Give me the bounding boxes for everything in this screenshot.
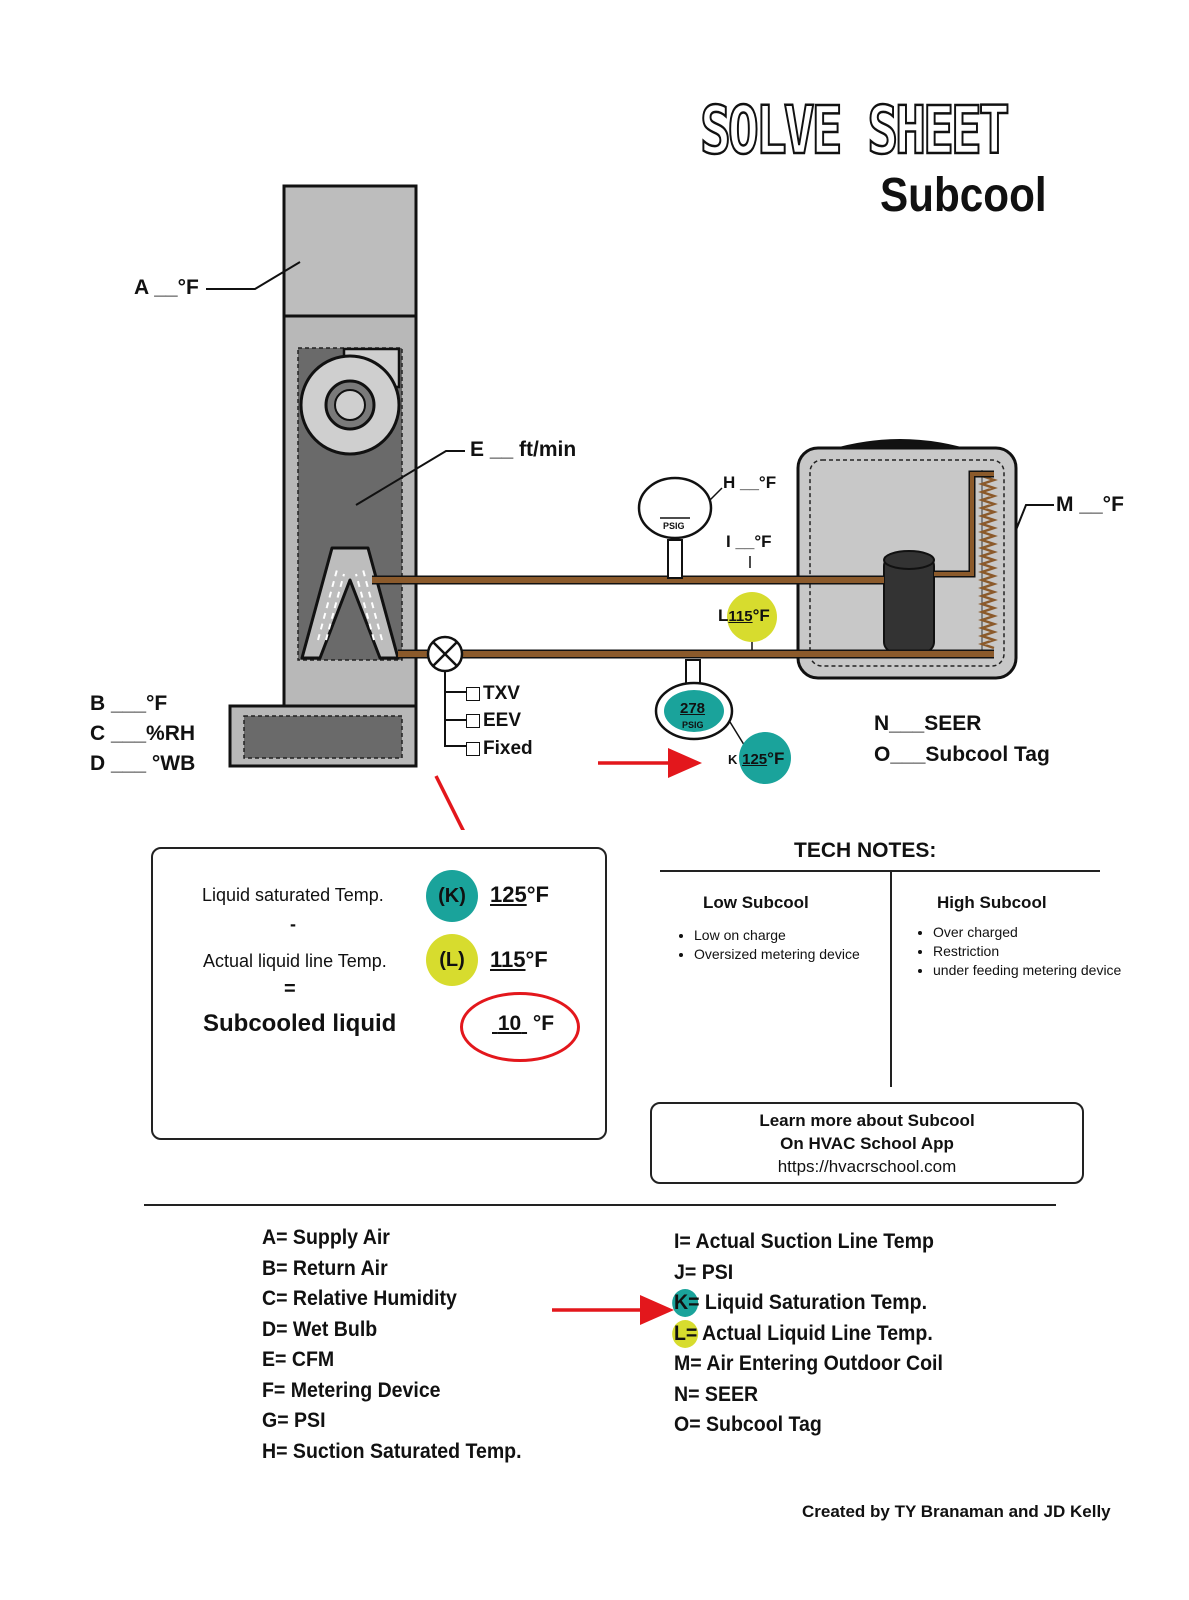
red-arrow-to-k (598, 748, 702, 778)
calc-minus: - (290, 914, 296, 934)
legend-item: C= Relative Humidity (262, 1287, 457, 1310)
calc-line1-label: Liquid saturated Temp. (202, 885, 384, 905)
legend-item: N= SEER (674, 1382, 759, 1406)
label-c: C ___%RH (90, 722, 196, 745)
calc-result-label: Subcooled liquid (203, 1010, 397, 1037)
metering-option-fixed[interactable]: Fixed (466, 738, 533, 760)
result-red-circle (460, 992, 580, 1062)
compressor (883, 555, 935, 653)
legend-item: F= Metering Device (262, 1378, 441, 1402)
condenser-coil (978, 470, 998, 652)
credit-line: Created by TY Branaman and JD Kelly (802, 1502, 1111, 1521)
k-dot-icon (672, 1289, 699, 1317)
tech-notes-rule (660, 870, 1100, 872)
low-side-gauge (637, 476, 713, 540)
high-gauge-value: 278 (680, 700, 706, 717)
high-subcool-item: under feeding metering device (933, 961, 1123, 980)
calc-l-badge: (L) (426, 934, 478, 986)
label-k: K 125°F (728, 749, 785, 768)
metering-option-txv[interactable]: TXV (466, 683, 520, 705)
legend-item: B= Return Air (262, 1256, 388, 1280)
low-gauge-unit: PSIG (663, 521, 685, 531)
subcool-calculation-box (151, 847, 607, 1140)
legend-item-l: L= Actual Liquid Line Temp. (672, 1319, 943, 1350)
legend-item-k: K= Liquid Saturation Temp. (672, 1288, 943, 1319)
label-i: I __°F (726, 532, 772, 551)
red-arrow-down (434, 775, 465, 830)
supply-plenum (282, 184, 418, 318)
legend-item: O= Subcool Tag (674, 1413, 822, 1436)
leader-m (1015, 504, 1054, 531)
label-m: M __°F (1056, 493, 1124, 516)
leader-e (355, 450, 465, 506)
fixed-checkbox[interactable] (466, 741, 480, 756)
low-subcool-item: Oversized metering device (694, 945, 884, 964)
low-subcool-item: Low on charge (694, 926, 884, 945)
txv-checkbox[interactable] (466, 686, 480, 701)
learn-more-link[interactable]: https://hvacrschool.com (777, 1157, 957, 1176)
calc-result-value: 10 °F (497, 1012, 555, 1035)
metering-option-eev[interactable]: EEV (466, 710, 521, 732)
page-title: SOLVE SHEET (699, 91, 1011, 171)
low-subcool-title: Low Subcool (703, 893, 809, 912)
tech-notes-divider (890, 871, 892, 1087)
label-l: L115°F (718, 606, 770, 625)
eev-checkbox[interactable] (466, 713, 480, 728)
calc-equals: = (284, 978, 296, 1000)
label-e: E __ ft/min (470, 438, 577, 461)
high-subcool-item: Restriction (933, 942, 1123, 961)
l-badge-circle (727, 592, 777, 642)
calc-k-badge: (K) (426, 870, 478, 922)
legend-item: M= Air Entering Outdoor Coil (674, 1352, 943, 1375)
section-separator (144, 1204, 1056, 1206)
legend-item: H= Suction Saturated Temp. (262, 1439, 522, 1463)
page-subtitle: Subcool (880, 169, 1047, 222)
calc-line2-label: Actual liquid line Temp. (203, 951, 387, 971)
learn-more-line2: On HVAC School App (780, 1134, 954, 1153)
legend-left: A= Supply Air B= Return Air C= Relative … (262, 1223, 522, 1467)
l-dot-icon (672, 1319, 699, 1348)
high-subcool-list: Over charged Restriction under feeding m… (917, 923, 1123, 980)
legend-item: A= Supply Air (262, 1226, 390, 1249)
label-a: A __°F (134, 276, 199, 299)
learn-more-box: Learn more about Subcool On HVAC School … (650, 1102, 1084, 1184)
high-gauge-unit: PSIG (682, 720, 704, 730)
k-badge-circle (739, 732, 791, 784)
system-diagram (206, 184, 1054, 830)
legend-item: E= CFM (262, 1348, 335, 1371)
legend-item: D= Wet Bulb (262, 1317, 378, 1341)
leader-a (206, 261, 301, 290)
label-n: N___SEER (874, 712, 982, 735)
legend-item: I= Actual Suction Line Temp (674, 1230, 934, 1253)
red-arrow-to-legend-k (552, 1295, 674, 1325)
tech-notes-title: TECH NOTES: (794, 839, 937, 862)
legend-right: I= Actual Suction Line Temp J= PSI K= Li… (672, 1227, 943, 1441)
calc-line1-value: 125°F (490, 882, 549, 907)
calc-line2-value: 115°F (490, 947, 548, 972)
learn-more-line1: Learn more about Subcool (759, 1111, 975, 1130)
label-o: O___Subcool Tag (874, 743, 1050, 766)
legend-item: J= PSI (674, 1260, 734, 1284)
low-subcool-list: Low on charge Oversized metering device (678, 926, 884, 964)
high-subcool-item: Over charged (933, 923, 1123, 942)
label-b: B ___°F (90, 692, 168, 715)
label-h: H __°F (723, 473, 777, 492)
high-subcool-title: High Subcool (937, 893, 1047, 912)
legend-item: G= PSI (262, 1409, 326, 1432)
label-d: D ___ °WB (90, 752, 196, 775)
